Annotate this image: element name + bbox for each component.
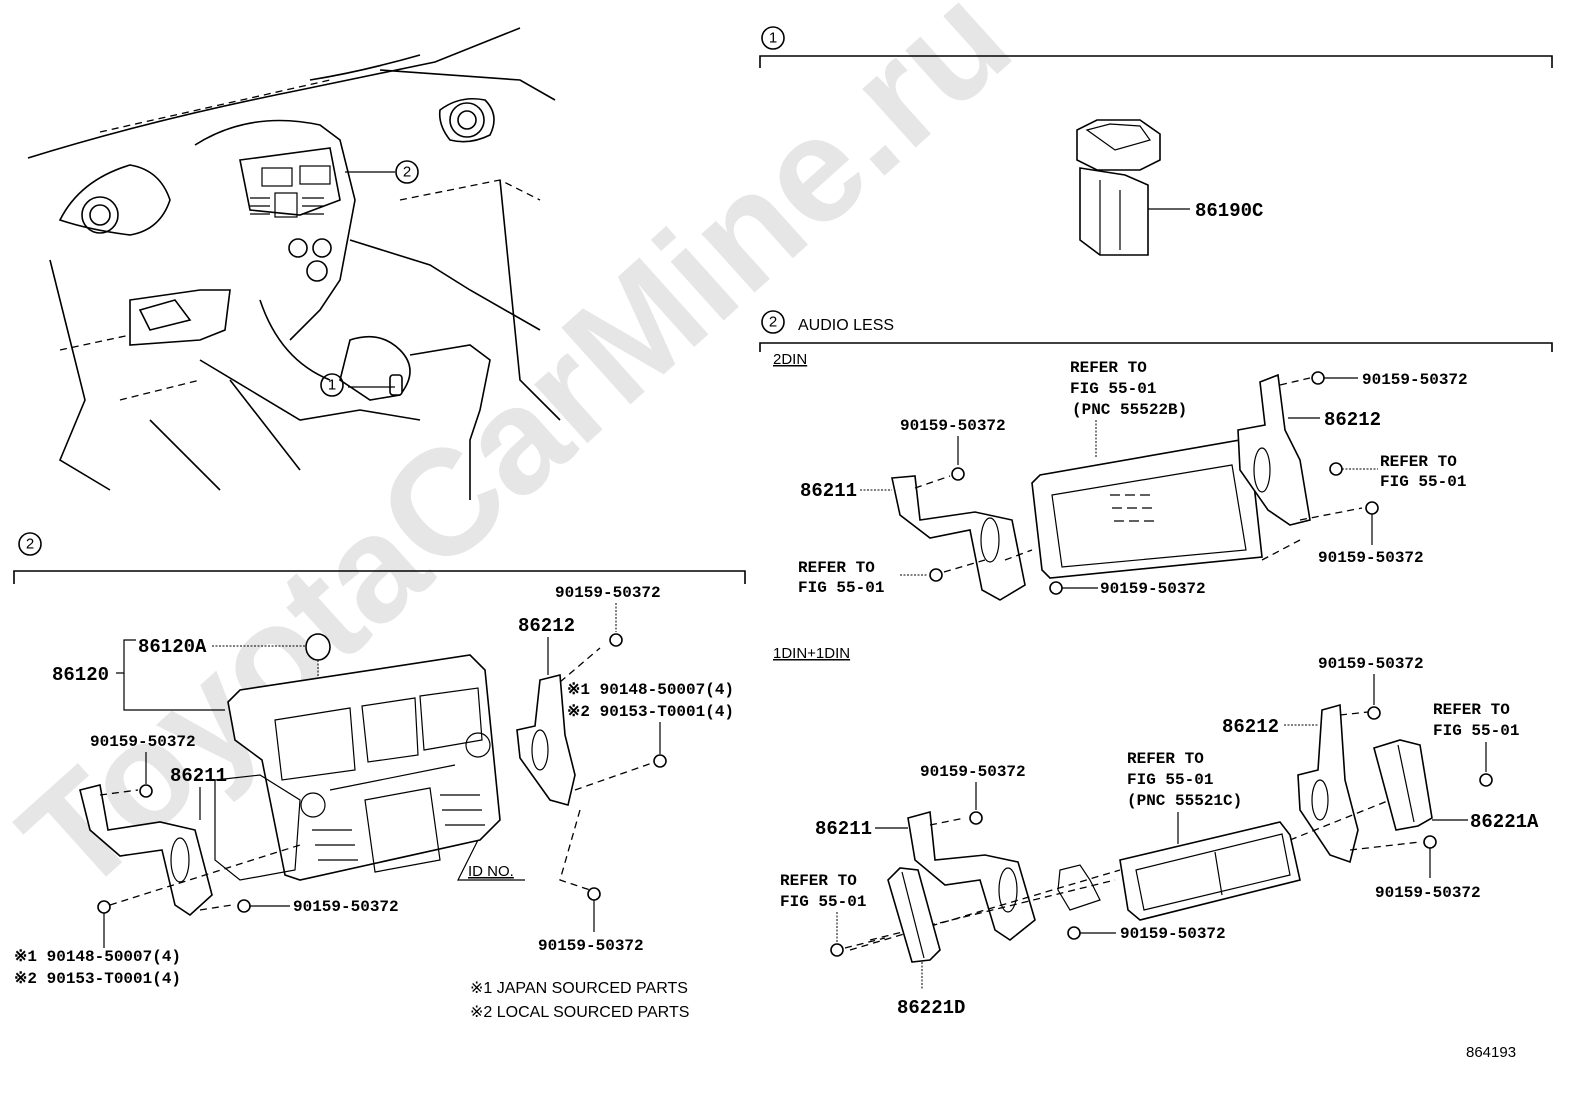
part-label-90159-50372: 90159-50372 <box>900 417 1006 435</box>
2din-panel-illustration <box>1031 439 1263 579</box>
overview-callout-1: 1 <box>320 373 344 397</box>
section-1-header: 1 <box>759 26 1553 68</box>
bolt-icon <box>830 943 844 957</box>
refer-label: REFER TO <box>1433 701 1510 719</box>
bolt-icon <box>969 811 983 825</box>
part-label-86120: 86120 <box>52 664 109 686</box>
refer-label: FIG 55-01 <box>1070 380 1156 398</box>
note-japan-sourced: ※1 90148-50007(4) <box>14 948 181 966</box>
note-local-sourced: ※2 90153-T0001(4) <box>567 703 734 721</box>
svg-text:2: 2 <box>403 164 411 181</box>
refer-label: FIG 55-01 <box>780 893 866 911</box>
refer-label: REFER TO <box>798 559 875 577</box>
switch-86190c-illustration <box>1076 119 1161 256</box>
part-label-90159-50372: 90159-50372 <box>538 937 644 955</box>
bolt-icon <box>929 568 943 582</box>
figure-id: 864193 <box>1466 1044 1516 1061</box>
bracket-86211-1din-illustration <box>849 810 1121 951</box>
svg-text:1: 1 <box>328 377 336 394</box>
bracket-86212-1din-illustration <box>1289 703 1421 864</box>
center-cluster-86120-illustration <box>214 654 501 881</box>
svg-text:1: 1 <box>769 30 777 47</box>
bolt-icon <box>1311 371 1325 385</box>
part-label-86212: 86212 <box>1222 716 1279 738</box>
subsection-title-1din-1din: 1DIN+1DIN <box>773 645 850 662</box>
section-2-header: 2 <box>13 532 746 584</box>
refer-label: REFER TO <box>780 872 857 890</box>
refer-label: (PNC 55521C) <box>1127 792 1242 810</box>
refer-label: REFER TO <box>1380 453 1457 471</box>
note-local-sourced: ※2 90153-T0001(4) <box>14 970 181 988</box>
part-label-86211: 86211 <box>815 818 872 840</box>
watermark: ToyotaCarMine.ru <box>0 0 1041 924</box>
bolt-icon <box>951 467 965 481</box>
part-label-86120a: 86120A <box>138 636 207 658</box>
refer-label: FIG 55-01 <box>798 579 884 597</box>
part-label-86221d: 86221D <box>897 997 965 1019</box>
id-number-label: ID NO. <box>468 863 514 880</box>
part-label-90159-50372: 90159-50372 <box>1318 655 1424 673</box>
refer-label: REFER TO <box>1070 359 1147 377</box>
part-label-86211: 86211 <box>170 765 227 787</box>
note-japan-sourced: ※1 90148-50007(4) <box>567 681 734 699</box>
bolt-icon <box>609 633 623 647</box>
overview-callout-2: 2 <box>395 160 419 184</box>
bolt-icon <box>1365 501 1379 515</box>
bracket-86211-main-illustration <box>79 784 301 917</box>
svg-text:2: 2 <box>769 314 777 331</box>
bracket-86211-illustration <box>891 475 1033 601</box>
legend-japan-sourced: ※1 JAPAN SOURCED PARTS <box>470 980 688 997</box>
part-label-90159-50372: 90159-50372 <box>1375 884 1481 902</box>
part-label-90159-50372: 90159-50372 <box>555 584 661 602</box>
svg-text:AUDIO LESS: AUDIO LESS <box>798 317 894 334</box>
bolt-icon <box>1479 773 1493 787</box>
bolt-icon <box>1423 835 1437 849</box>
part-label-90159-50372: 90159-50372 <box>1318 549 1424 567</box>
refer-label: (PNC 55522B) <box>1072 401 1187 419</box>
section-2-audio-less-header: 2 AUDIO LESS <box>759 310 1553 352</box>
bolt-icon <box>139 784 153 798</box>
right-vent-icon <box>449 102 485 138</box>
bolt-icon <box>1067 926 1081 940</box>
svg-text:2: 2 <box>26 536 34 553</box>
part-label-90159-50372: 90159-50372 <box>293 898 399 916</box>
part-label-90159-50372: 90159-50372 <box>920 763 1026 781</box>
part-label-86190c: 86190C <box>1195 200 1263 222</box>
bolt-icon <box>1049 581 1063 595</box>
part-label-86212: 86212 <box>518 615 575 637</box>
part-label-86221a: 86221A <box>1470 811 1539 833</box>
part-label-90159-50372: 90159-50372 <box>1120 925 1226 943</box>
bolt-icon <box>237 899 251 913</box>
left-vent-icon <box>81 196 119 234</box>
refer-label: REFER TO <box>1127 750 1204 768</box>
refer-label: FIG 55-01 <box>1127 771 1213 789</box>
part-label-90159-50372: 90159-50372 <box>1100 580 1206 598</box>
dashboard-overview-illustration <box>27 27 561 500</box>
part-label-86211: 86211 <box>800 480 857 502</box>
part-label-90159-50372: 90159-50372 <box>90 733 196 751</box>
bracket-86212-illustration <box>1237 373 1363 561</box>
part-label-90159-50372: 90159-50372 <box>1362 371 1468 389</box>
bolt-icon <box>1329 462 1343 476</box>
bracket-86212-main-illustration <box>516 647 656 891</box>
bolt-icon <box>97 900 111 914</box>
bolt-icon <box>653 754 667 768</box>
bolt-icon <box>1367 706 1381 720</box>
bolt-icon <box>587 887 601 901</box>
pocket-86221d-illustration <box>887 867 941 963</box>
refer-label: FIG 55-01 <box>1380 473 1466 491</box>
subsection-title-2din: 2DIN <box>773 351 807 368</box>
1din-frame-illustration <box>1057 821 1301 921</box>
refer-label: FIG 55-01 <box>1433 722 1519 740</box>
part-label-86212: 86212 <box>1324 409 1381 431</box>
legend-local-sourced: ※2 LOCAL SOURCED PARTS <box>470 1004 689 1021</box>
pocket-86221a-illustration <box>1373 739 1433 831</box>
